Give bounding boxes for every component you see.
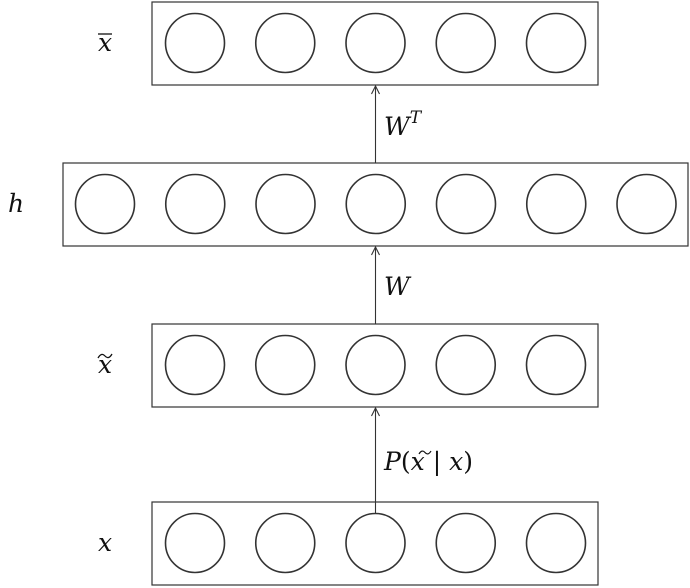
neuron-h-6 [525, 173, 587, 235]
neuron-x-tilde-4 [435, 334, 497, 396]
layer-h: h [8, 162, 689, 247]
neuron-h-4 [345, 173, 407, 235]
layer-h-neurons [74, 173, 677, 235]
layer-x-tilde-neurons [164, 334, 587, 396]
edge-h-to-x-bar: WT [376, 86, 423, 163]
edge-label-w: W [384, 272, 412, 301]
neuron-h-1 [74, 173, 136, 235]
neuron-x-3 [345, 512, 406, 574]
layer-x-bar-label: x [98, 28, 112, 57]
layer-x-label: x [98, 528, 112, 557]
neuron-x-bar-2 [254, 12, 316, 74]
neuron-x-bar-1 [164, 12, 226, 74]
neuron-h-3 [255, 173, 316, 235]
neuron-x-bar-5 [525, 12, 587, 74]
neuron-x-4 [435, 512, 497, 574]
layer-h-label: h [8, 189, 24, 218]
neuron-x-bar-4 [435, 12, 497, 74]
neuron-x-5 [525, 512, 587, 574]
layer-x-tilde-label: x [98, 350, 112, 379]
neuron-h-7 [616, 173, 677, 235]
neuron-x-tilde-3 [345, 334, 406, 396]
edge-label-corruption: P(x|x) [383, 447, 473, 477]
tilde-accent-edge [418, 450, 432, 455]
edge-label-w-transpose: WT [384, 108, 423, 141]
layer-x-bar: x [98, 1, 599, 86]
neuron-x-bar-3 [345, 12, 406, 74]
layer-x-tilde: x [97, 323, 599, 408]
neuron-x-tilde-1 [164, 334, 226, 396]
neuron-x-tilde-5 [525, 334, 587, 396]
layer-x-neurons [164, 512, 587, 574]
layer-x-bar-neurons [164, 12, 587, 74]
tilde-accent [97, 353, 113, 359]
edge-x-tilde-to-h: W [376, 247, 412, 324]
neuron-h-5 [435, 173, 497, 235]
neuron-x-2 [254, 512, 316, 574]
neuron-x-tilde-2 [254, 334, 316, 396]
neuron-h-2 [164, 173, 226, 235]
layer-x: x [98, 501, 599, 586]
neuron-x-1 [164, 512, 226, 574]
edge-x-to-x-tilde: P(x|x) [376, 408, 473, 514]
